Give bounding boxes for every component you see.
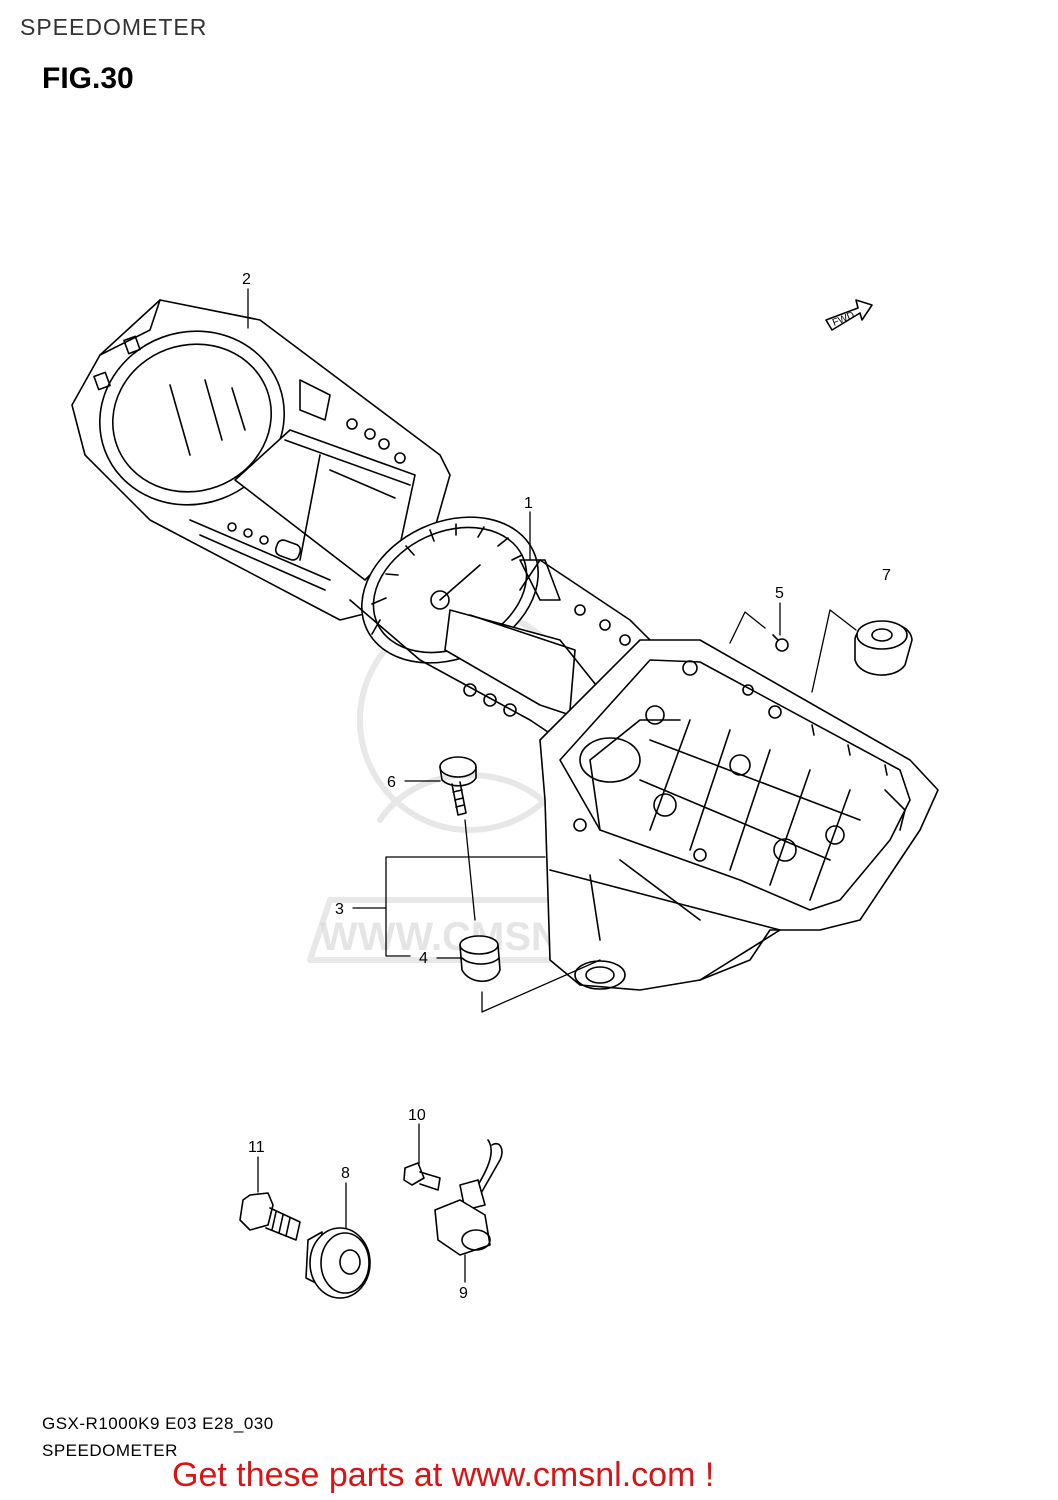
model-code: GSX-R1000K9 E03 E28_030 bbox=[42, 1414, 274, 1433]
callout-1: 1 bbox=[524, 495, 533, 512]
callout-9: 9 bbox=[459, 1285, 468, 1302]
part-11-bolt bbox=[239, 1192, 301, 1241]
part-1-meter-assembly bbox=[349, 516, 651, 741]
callout-8: 8 bbox=[341, 1165, 350, 1182]
callout-3: 3 bbox=[335, 901, 344, 918]
part-7-grommet bbox=[854, 620, 913, 676]
callout-2: 2 bbox=[242, 271, 251, 288]
part-10-bolt bbox=[403, 1162, 441, 1191]
forward-direction-badge bbox=[825, 299, 873, 331]
figure-label: FIG.30 bbox=[42, 62, 134, 95]
forward-badge-text: FWD bbox=[831, 310, 856, 329]
callout-5: 5 bbox=[775, 585, 784, 602]
part-8-rotor bbox=[305, 1227, 371, 1299]
leader-lines bbox=[247, 288, 857, 1283]
callout-4: 4 bbox=[419, 950, 428, 967]
page-header-title: SPEEDOMETER bbox=[20, 14, 208, 40]
part-6-bolt bbox=[439, 756, 477, 816]
callout-6: 6 bbox=[387, 774, 396, 791]
part-3-rear-case bbox=[539, 639, 939, 991]
part-9-speed-sensor bbox=[434, 1139, 503, 1256]
part-5-screw bbox=[772, 634, 789, 652]
callout-10: 10 bbox=[408, 1107, 426, 1124]
callout-11: 11 bbox=[248, 1139, 265, 1156]
footer-title: SPEEDOMETER bbox=[42, 1441, 178, 1460]
promo-link-text[interactable]: Get these parts at www.cmsnl.com ! bbox=[172, 1456, 715, 1494]
part-4-cushion bbox=[459, 935, 501, 983]
callout-7: 7 bbox=[882, 567, 891, 584]
